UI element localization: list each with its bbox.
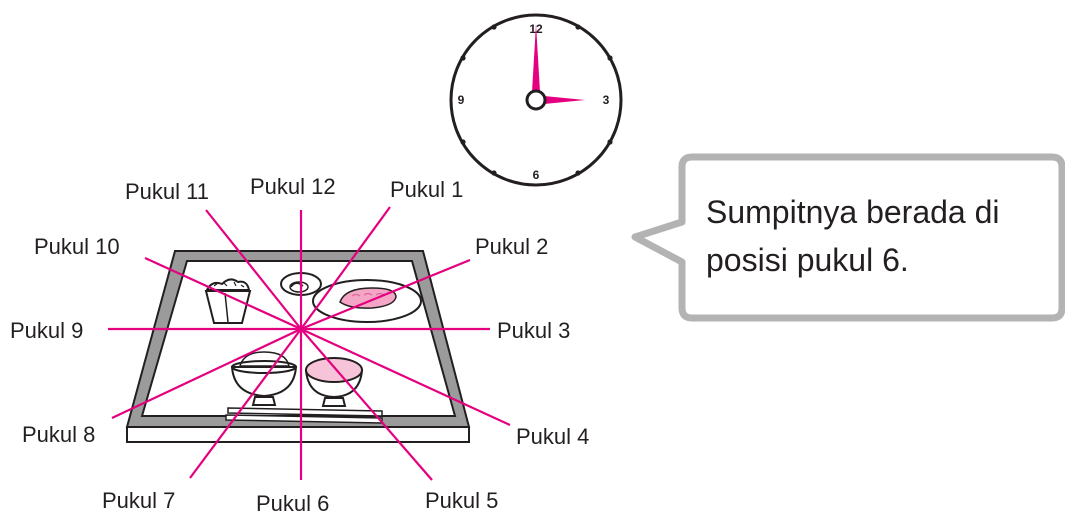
label-pukul-10: Pukul 10: [34, 234, 120, 259]
ray-pukul-2: [300, 258, 471, 331]
ray-pukul-11: [205, 209, 302, 330]
clock-number-6: 6: [533, 168, 540, 182]
label-pukul-9: Pukul 9: [10, 318, 84, 343]
clock-minute-hand: [532, 24, 540, 92]
clock-hour-hand: [544, 96, 585, 104]
ray-pukul-4: [300, 328, 511, 426]
ray-pukul-5: [300, 328, 433, 481]
tray-front-edge: [126, 426, 470, 443]
speech-bubble: [631, 153, 1065, 322]
label-pukul-5: Pukul 5: [425, 488, 499, 513]
clock-number-3: 3: [603, 93, 610, 107]
label-pukul-11: Pukul 11: [125, 179, 209, 204]
label-pukul-6: Pukul 6: [256, 491, 330, 516]
speech-bubble-text: Sumpitnya berada di posisi pukul 6.: [706, 188, 1036, 284]
ray-pukul-10: [144, 256, 302, 331]
ray-pukul-1: [300, 206, 391, 330]
label-pukul-12: Pukul 12: [250, 174, 336, 199]
side-dish-cup: [204, 278, 252, 324]
clock-number-9: 9: [458, 93, 465, 107]
soup-bowl: [304, 357, 364, 407]
chopsticks: [225, 407, 383, 424]
label-pukul-1: Pukul 1: [390, 177, 464, 202]
label-pukul-3: Pukul 3: [497, 318, 571, 343]
clock-direction-rays: [108, 206, 511, 481]
label-pukul-2: Pukul 2: [475, 234, 549, 259]
bubble-line-1: Sumpitnya berada di: [706, 194, 1000, 230]
ray-pukul-8: [111, 328, 302, 419]
clock-ticks: [460, 24, 613, 176]
label-pukul-4: Pukul 4: [516, 424, 590, 449]
clock: 12 3 6 9: [449, 13, 623, 187]
label-pukul-8: Pukul 8: [22, 422, 96, 447]
ray-pukul-7: [189, 328, 302, 479]
clock-center: [525, 89, 547, 111]
label-pukul-7: Pukul 7: [102, 488, 176, 513]
bubble-line-2: posisi pukul 6.: [706, 242, 909, 278]
